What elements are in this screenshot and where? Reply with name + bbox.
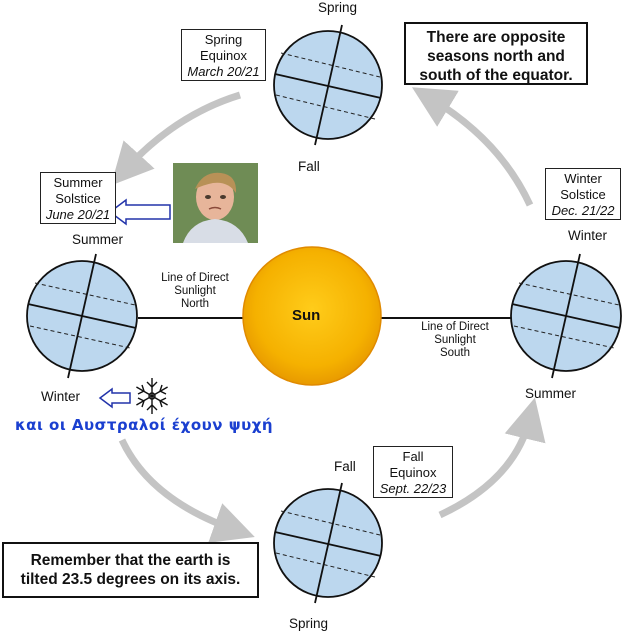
opposite-line2: seasons north and xyxy=(427,48,565,65)
summer-top-season: Summer xyxy=(72,232,124,247)
winter-top-season: Winter xyxy=(568,228,608,243)
fall-equinox-label: Fall Equinox Sept. 22/23 xyxy=(373,446,453,498)
earth-spring xyxy=(273,24,383,146)
south-line3: South xyxy=(439,347,471,359)
earth-summer xyxy=(26,253,138,379)
winter-date: Dec. 21/22 xyxy=(551,203,615,218)
sun-label: Sun xyxy=(292,307,321,324)
winter-solstice-label: Winter Solstice Dec. 21/22 xyxy=(545,168,621,220)
tilt-line2: tilted 23.5 degrees on its axis. xyxy=(20,571,241,588)
fall-bottom-season: Spring xyxy=(289,616,329,631)
tilt-callout: Remember that the earth is tilted 23.5 d… xyxy=(2,542,259,598)
south-line2: Sunlight xyxy=(434,334,476,346)
person-photo xyxy=(173,163,258,243)
tilt-line1: Remember that the earth is xyxy=(30,552,231,569)
spring-bottom-season: Fall xyxy=(298,159,320,174)
greek-annotation: και οι Αυστραλοί έχουν ψυχή xyxy=(15,416,274,434)
orbit-arrow-spring-to-summer xyxy=(110,91,242,186)
fall-top-season: Fall xyxy=(334,459,356,474)
summer-label-line2: Solstice xyxy=(55,191,101,206)
opposite-line1: There are opposite xyxy=(426,29,566,46)
summer-bottom-season: Winter xyxy=(41,389,81,404)
orbit-arrow-fall-to-winter xyxy=(438,397,546,519)
spring-label-line1: Spring xyxy=(204,32,243,47)
summer-label-line1: Summer xyxy=(53,175,103,190)
orbit-arrow-summer-to-fall xyxy=(118,438,255,543)
blue-arrow-snowflake xyxy=(98,387,131,409)
winter-bottom-season: Summer xyxy=(525,386,577,401)
blue-arrow-photo xyxy=(108,198,171,226)
fall-date: Sept. 22/23 xyxy=(379,481,447,496)
summer-date: June 20/21 xyxy=(45,207,111,222)
winter-label-line2: Solstice xyxy=(560,187,606,202)
winter-label-line1: Winter xyxy=(564,171,602,186)
sun xyxy=(242,246,382,386)
north-line3: North xyxy=(180,298,210,310)
opposite-line3: south of the equator. xyxy=(419,67,573,84)
south-line1: Line of Direct xyxy=(421,321,489,333)
spring-label-line2: Equinox xyxy=(200,48,247,63)
summer-solstice-label: Summer Solstice June 20/21 xyxy=(40,172,116,224)
spring-date: March 20/21 xyxy=(187,64,260,79)
direct-sunlight-north-label: Line of Direct Sunlight North xyxy=(150,272,240,311)
spring-top-season: Spring xyxy=(318,0,358,15)
snowflake-icon xyxy=(136,378,168,414)
fall-label-line1: Fall xyxy=(402,449,424,464)
opposite-seasons-callout: There are opposite seasons north and sou… xyxy=(404,22,588,85)
orbit-arrow-winter-to-spring xyxy=(411,87,534,207)
direct-sunlight-south-label: Line of Direct Sunlight South xyxy=(410,321,500,360)
spring-equinox-label: Spring Equinox March 20/21 xyxy=(181,29,266,81)
fall-label-line2: Equinox xyxy=(389,465,437,480)
earth-fall xyxy=(273,482,383,604)
orbit-arrows xyxy=(110,87,546,543)
north-line1: Line of Direct xyxy=(161,272,229,284)
north-line2: Sunlight xyxy=(174,285,216,297)
earth-winter xyxy=(510,253,622,379)
